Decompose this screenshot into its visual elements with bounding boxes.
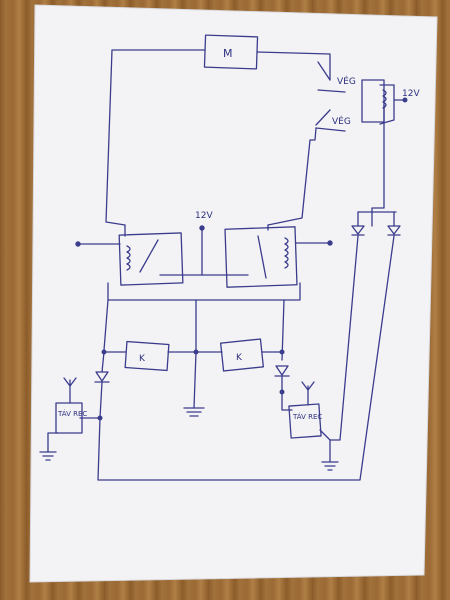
wire-diode-b-down <box>97 235 395 481</box>
receiver-left-box <box>55 402 83 434</box>
wire-relay-down <box>371 104 385 227</box>
limit-label-top: VÉG <box>337 75 356 87</box>
wire-limit-relay-right <box>379 84 395 125</box>
wire-left-diode-top <box>101 351 105 373</box>
wire-left-diode-bottom <box>99 381 103 419</box>
label-12v-top-right: 12V <box>402 89 420 99</box>
wire-top-left <box>105 49 206 226</box>
receiver-right-label: TÁV REC <box>292 412 322 421</box>
limit-switch-bottom <box>315 109 331 126</box>
limit-label-bottom: VÉG <box>332 115 351 127</box>
wire-lower-left-down <box>103 299 109 351</box>
diode-right-lower <box>275 365 289 376</box>
wire-lower-bus <box>107 282 301 301</box>
receiver-right-box <box>288 403 322 439</box>
junction-left-receiver <box>97 415 103 421</box>
terminal-right <box>327 240 333 246</box>
receiver-left-label: TÁV REC <box>57 409 87 418</box>
limit-relay-coil-winding <box>382 89 387 109</box>
terminal-left <box>75 241 81 247</box>
limit-switch-top-contact <box>317 89 346 93</box>
wire-top-right <box>256 51 331 81</box>
wire-ground-center <box>193 351 197 409</box>
wire-limit-loop <box>267 127 317 226</box>
relay-k-right-label: K <box>236 353 243 363</box>
relay-k-left-label: K <box>139 354 146 364</box>
limit-switch-top <box>317 61 331 81</box>
terminal-12v-top-right <box>402 97 408 103</box>
relay-right-switch <box>257 235 267 279</box>
relay-right-coil <box>284 237 289 269</box>
relay-k-left-box <box>124 340 170 372</box>
relay-right-box <box>224 226 298 288</box>
relay-left-switch <box>139 239 159 273</box>
wire-ground-left <box>47 432 59 453</box>
wire-ground-right <box>319 429 331 463</box>
limit-switch-bottom-contact <box>315 127 346 132</box>
motor-label: M <box>223 47 233 60</box>
label-12v-center: 12V <box>195 211 213 221</box>
junction-k-right <box>279 349 285 355</box>
antenna-left <box>63 377 77 387</box>
diode-left <box>95 371 109 382</box>
paper <box>29 4 438 583</box>
relay-left-coil <box>126 245 131 271</box>
relay-left-box <box>118 232 184 286</box>
relay-k-right-box <box>219 338 265 372</box>
wire-diode-a-down <box>329 235 359 441</box>
motor-box <box>203 34 259 70</box>
antenna-right <box>301 381 315 391</box>
